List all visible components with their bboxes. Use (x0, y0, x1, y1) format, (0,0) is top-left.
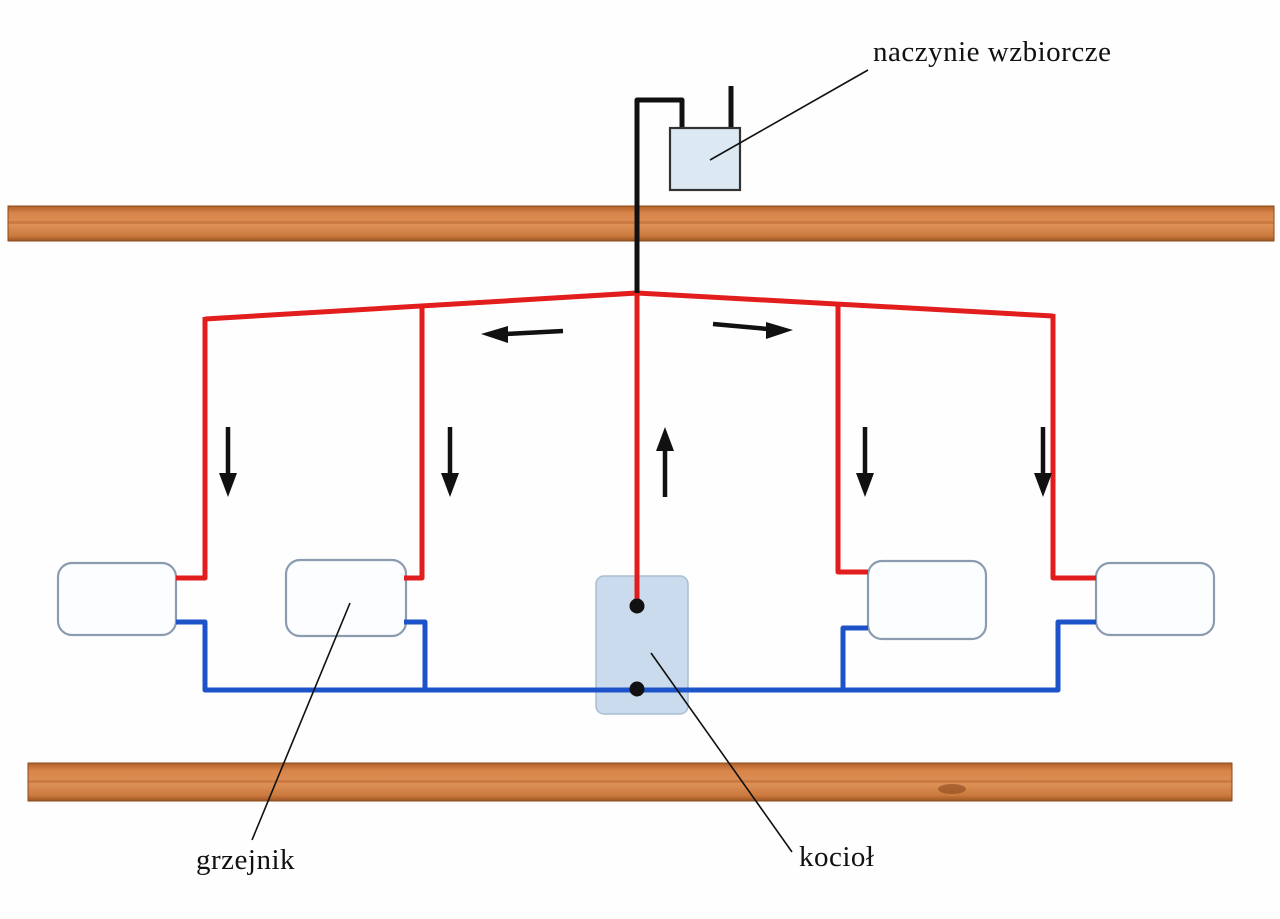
return-main-left (176, 619, 637, 693)
flow-arrow-left-line (504, 328, 564, 337)
radiator-4 (1094, 561, 1216, 637)
supply-drop-1 (176, 317, 208, 581)
supply-drop-3 (835, 304, 868, 575)
supply-drop-2 (404, 306, 425, 581)
down-arrow-4-head (1034, 473, 1052, 497)
up-arrow-head (656, 427, 674, 451)
boiler (595, 575, 689, 715)
flow-arrow-right-line (712, 321, 769, 332)
ceiling-slab (7, 205, 1275, 242)
leader-line-expansion-vessel (709, 69, 869, 161)
return-main-right (637, 619, 1096, 693)
boiler-top-port (629, 598, 645, 614)
supply-main-right (636, 290, 1054, 319)
leader-line-boiler (650, 652, 793, 853)
boiler-bottom-port (629, 681, 645, 697)
down-arrow-3-head (856, 473, 874, 497)
down-arrow-1-head (219, 473, 237, 497)
floor-slab-knot (938, 784, 966, 794)
label-boiler: kocioł (799, 841, 875, 873)
down-arrow-2-head (441, 473, 459, 497)
floor-slab (27, 762, 1233, 802)
leader-line-radiator (251, 602, 351, 841)
floor-slab-streak (28, 780, 1232, 783)
ceiling-slab-streak (8, 221, 1274, 224)
label-expansion-vessel: naczynie wzbiorcze (873, 36, 1112, 68)
return-branch-3 (840, 625, 868, 690)
flow-arrow-right-head (766, 322, 793, 339)
radiator-3 (866, 559, 988, 641)
expansion-pipe (634, 97, 685, 293)
supply-drop-4 (1050, 314, 1096, 581)
radiator-1 (56, 561, 178, 637)
expansion-vessel (668, 126, 742, 192)
radiator-2 (284, 558, 408, 638)
return-branch-2 (404, 619, 428, 690)
flow-arrow-left-head (481, 326, 508, 343)
label-radiator: grzejnik (196, 844, 296, 876)
